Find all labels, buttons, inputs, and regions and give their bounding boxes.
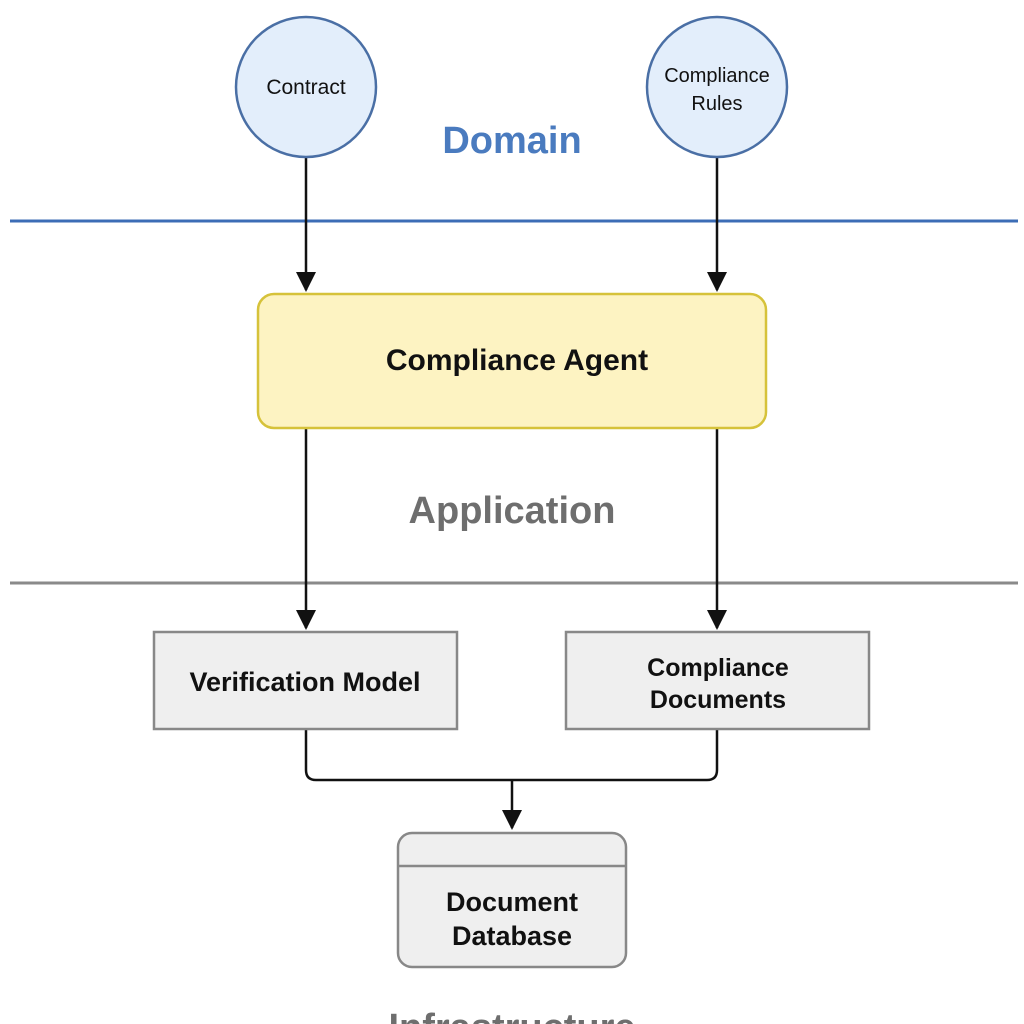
contract-label: Contract	[266, 76, 346, 99]
contract-node[interactable]: Contract	[234, 15, 378, 159]
compliance-agent-node[interactable]: Compliance Agent	[256, 292, 768, 430]
contract-circle	[234, 15, 378, 159]
compliance-agent-box	[256, 292, 768, 430]
verification-model-box	[152, 630, 459, 731]
verification-model-label: Verification Model	[189, 667, 420, 697]
compliance-documents-box	[564, 630, 871, 731]
infrastructure-layer-label: Infrastructure	[388, 1007, 635, 1024]
document-database-node[interactable]: Document Database	[396, 831, 628, 969]
edge-boxes-merge	[304, 730, 719, 782]
compliance-rules-label-line2: Rules	[691, 93, 742, 115]
compliance-rules-node[interactable]: Compliance Rules	[645, 15, 789, 159]
domain-layer-label: Domain	[442, 120, 581, 162]
compliance-documents-label-line1: Compliance	[647, 654, 789, 682]
document-database-label-line2: Database	[452, 921, 572, 951]
compliance-rules-circle	[645, 15, 789, 159]
compliance-documents-label-line2: Documents	[650, 686, 786, 714]
compliance-agent-label: Compliance Agent	[386, 344, 648, 377]
application-layer-label: Application	[409, 490, 616, 532]
verification-model-node[interactable]: Verification Model	[152, 630, 459, 731]
compliance-rules-label-line1: Compliance	[664, 65, 770, 87]
document-database-label-line1: Document	[446, 887, 578, 917]
compliance-documents-node[interactable]: Compliance Documents	[564, 630, 871, 731]
